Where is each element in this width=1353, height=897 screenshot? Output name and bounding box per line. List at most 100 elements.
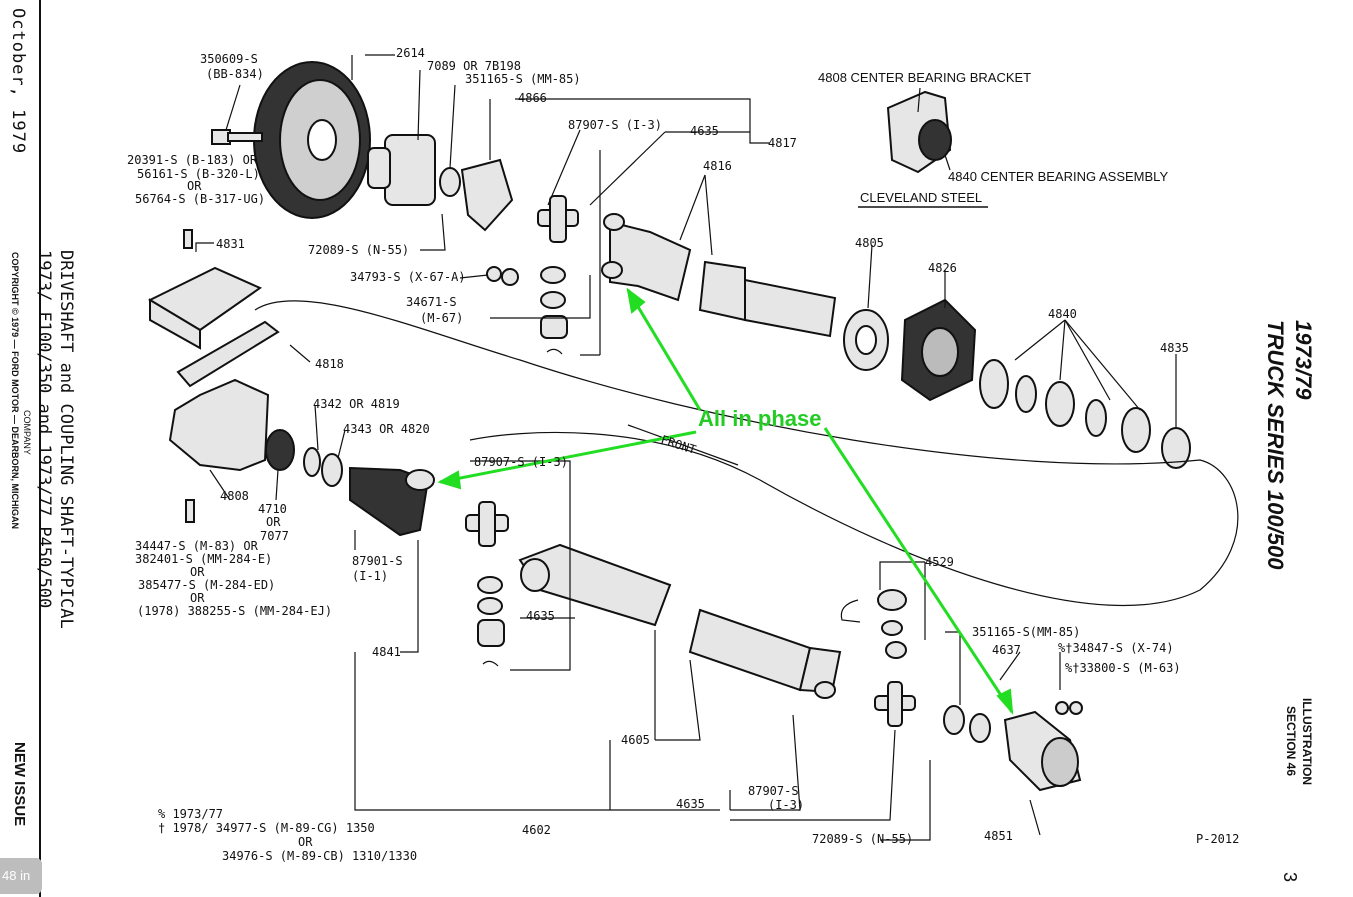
label-bb834: (BB-834) (206, 67, 264, 81)
illustration-label: ILLUSTRATION (1300, 698, 1314, 786)
label-or-4: OR (190, 591, 205, 605)
label-350609: 350609-S (200, 52, 258, 66)
bolt-20391 (211, 129, 263, 145)
bolt-34447 (185, 499, 195, 523)
label-87901: 87901-S (352, 554, 403, 568)
label-20391: 20391-S (B-183) OR (127, 153, 258, 167)
center-bearing-parts-4840 (979, 359, 1151, 453)
bearing-caps-middle (477, 576, 505, 667)
label-56161: 56161-S (B-320-L) (137, 167, 260, 181)
label-or-3: OR (190, 565, 205, 579)
all-in-phase-label: All in phase (698, 406, 821, 431)
label-p2012: P-2012 (1196, 832, 1239, 846)
front-driveshaft-4816 (601, 213, 837, 338)
slinger-4805 (843, 309, 889, 371)
pinion-flange-4851 (1003, 701, 1083, 792)
bearing-caps-top (540, 266, 568, 355)
label-4529: 4529 (925, 555, 954, 569)
section-label: SECTION 46 (1284, 706, 1298, 777)
label-4866: 4866 (518, 91, 547, 105)
label-4835: 4835 (1160, 341, 1189, 355)
bearing-4710 (265, 429, 343, 487)
new-issue: NEW ISSUE (11, 742, 28, 827)
label-4637: 4637 (992, 643, 1021, 657)
label-4818: 4818 (315, 357, 344, 371)
label-i3: (I-3) (768, 798, 804, 812)
label-4840-center-bearing: 4840 CENTER BEARING ASSEMBLY (948, 169, 1168, 184)
label-4841: 4841 (372, 645, 401, 659)
label-m67: (M-67) (420, 311, 463, 325)
label-4605: 4605 (621, 733, 650, 747)
yoke-4866 (460, 158, 514, 232)
label-34976: 34976-S (M-89-CB) 1310/1330 (222, 849, 417, 863)
label-72089-bottom: 72089-S (N-55) (812, 832, 913, 846)
label-34847: %†34847-S (X-74) (1058, 641, 1174, 655)
bracket-4831 (147, 229, 263, 350)
label-4635-bottom: 4635 (676, 797, 705, 811)
flange-7089 (367, 134, 436, 206)
strap-4818 (176, 320, 280, 388)
in-phase-annotation: All in phase (437, 287, 1014, 715)
label-or-2: OR (266, 515, 281, 529)
label-4342: 4342 OR 4819 (313, 397, 400, 411)
label-2614: 2614 (396, 46, 425, 60)
leader-lines (195, 54, 1177, 841)
label-4635-middle: 4635 (526, 609, 555, 623)
label-4710: 4710 (258, 502, 287, 516)
page-number: 3 (1280, 872, 1300, 883)
pulley-2614 (253, 61, 371, 219)
truck-series-title: TRUCK SERIES 100/500 (1263, 320, 1288, 570)
label-footnote-dagger: † 1978/ 34977-S (M-89-CG) 1350 (158, 821, 375, 835)
label-351165-bottom: 351165-S(MM-85) (972, 625, 1080, 639)
center-bearing-bracket-4808 (886, 90, 952, 174)
label-i1: (I-1) (352, 569, 388, 583)
front-arrow (627, 424, 739, 466)
drawing-title-line1: DRIVESHAFT and COUPLING SHAFT-TYPICAL (56, 250, 76, 629)
copyright-notice-company: COMPANY (22, 410, 32, 455)
label-4851: 4851 (984, 829, 1013, 843)
label-34793: 34793-S (X-67-A) (350, 270, 466, 284)
label-34447: 34447-S (M-83) OR (135, 539, 259, 553)
support-4808 (168, 378, 270, 472)
label-cleveland-steel: CLEVELAND STEEL (860, 190, 982, 205)
label-footnote-percent: % 1973/77 (158, 807, 223, 821)
label-87907-top: 87907-S (I-3) (568, 118, 662, 132)
label-or-5: OR (298, 835, 313, 849)
nut-351165 (439, 167, 461, 197)
label-4805: 4805 (855, 236, 884, 250)
routing-line (254, 300, 1239, 607)
label-56764: 56764-S (B-317-UG) (135, 192, 265, 206)
label-382401: 382401-S (MM-284-E) (135, 552, 272, 566)
label-or-1: OR (187, 179, 202, 193)
label-4635-top: 4635 (690, 124, 719, 138)
label-351165-top: 351165-S (MM-85) (465, 72, 581, 86)
label-4808: 4808 (220, 489, 249, 503)
label-4602: 4602 (522, 823, 551, 837)
copyright-notice: COPYRIGHT © 1979 — FORD MOTOR — DEARBORN… (10, 252, 20, 529)
label-4840: 4840 (1048, 307, 1077, 321)
label-4816: 4816 (703, 159, 732, 173)
label-7077: 7077 (260, 529, 289, 543)
label-87907-bottom: 87907-S (748, 784, 799, 798)
washers-34793 (486, 266, 519, 286)
label-385477: 385477-S (M-284-ED) (138, 578, 275, 592)
nuts-4637 (943, 705, 991, 743)
zoom-indicator[interactable]: 48 in (0, 858, 42, 894)
u-bolt-4529 (840, 589, 907, 659)
part-labels: 350609-S (BB-834) 2614 7089 OR 7B198 351… (127, 46, 1239, 863)
u-joint-cross-top (537, 195, 579, 243)
label-33800: %†33800-S (M-63) (1065, 661, 1181, 675)
label-4817: 4817 (768, 136, 797, 150)
label-87907-middle: 87907-S (I-3) (474, 455, 568, 469)
u-joint-cross-middle (465, 501, 509, 547)
slip-yoke-4841 (349, 466, 435, 537)
label-4826: 4826 (928, 261, 957, 275)
label-72089-top: 72089-S (N-55) (308, 243, 409, 257)
label-34671: 34671-S (406, 295, 457, 309)
center-bearing-4826 (900, 298, 977, 402)
label-7089: 7089 OR 7B198 (427, 59, 521, 73)
rear-driveshaft-4605 (518, 543, 842, 699)
label-4831: 4831 (216, 237, 245, 251)
